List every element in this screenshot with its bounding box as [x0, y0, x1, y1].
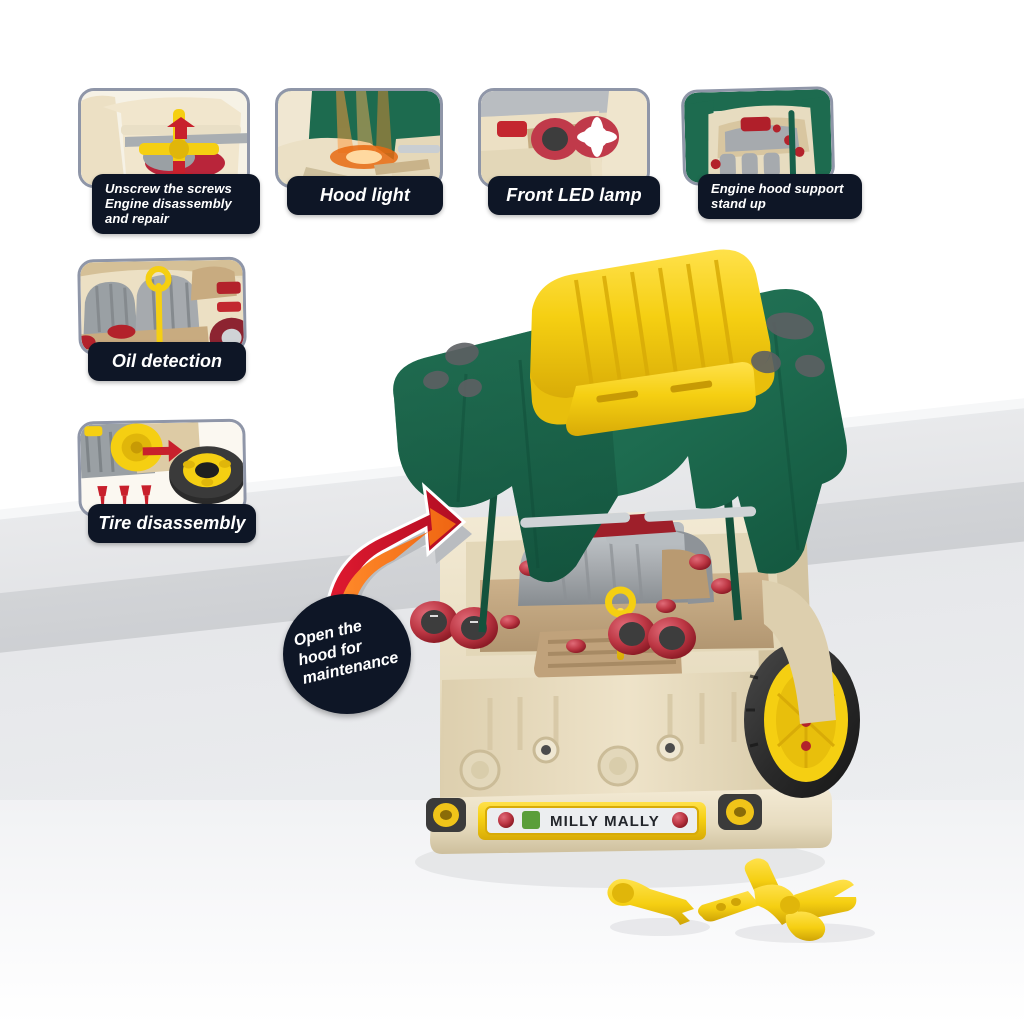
feature-label-hood-support: Engine hood support stand up	[698, 174, 862, 220]
open-hood-badge	[283, 594, 411, 714]
feature-thumb-hood-support	[680, 86, 836, 186]
feature-label-tire-disassembly: Tire disassembly	[88, 504, 256, 543]
feature-photo-oil-detection	[80, 259, 244, 353]
feature-photo-unscrew-screws	[81, 91, 247, 185]
feature-thumb-unscrew-screws	[78, 88, 250, 188]
feature-thumb-tire-disassembly	[77, 418, 247, 518]
feature-label-oil-detection: Oil detection	[88, 342, 246, 381]
cross-screwdriver-tool	[698, 858, 857, 941]
feature-thumb-front-led-lamp	[478, 88, 650, 188]
feature-card-oil-detection[interactable]: Oil detection	[77, 256, 250, 398]
feature-card-hood-light[interactable]: Hood light	[275, 88, 443, 228]
feature-card-front-led-lamp[interactable]: Front LED lamp	[478, 88, 660, 228]
feature-label-hood-light: Hood light	[287, 176, 443, 215]
feature-photo-hood-light	[278, 91, 440, 185]
svg-text:MILLY MALLY: MILLY MALLY	[550, 813, 660, 830]
toy-tools	[590, 855, 890, 945]
feature-thumb-oil-detection	[77, 256, 247, 356]
feature-photo-tire-disassembly	[80, 421, 244, 515]
toy-car-illustration: MILLY MALLY	[370, 249, 890, 890]
feature-card-hood-support[interactable]: Engine hood support stand up	[680, 86, 862, 238]
feature-photo-front-led-lamp	[481, 91, 647, 185]
feature-card-unscrew-screws[interactable]: Unscrew the screws Engine disassembly an…	[78, 88, 260, 238]
wrench-tool	[607, 879, 694, 925]
feature-thumb-hood-light	[275, 88, 443, 188]
feature-card-tire-disassembly[interactable]: Tire disassembly	[77, 418, 256, 560]
feature-photo-hood-support	[683, 89, 833, 183]
feature-label-front-led-lamp: Front LED lamp	[488, 176, 660, 215]
feature-label-unscrew-screws: Unscrew the screws Engine disassembly an…	[92, 174, 260, 235]
